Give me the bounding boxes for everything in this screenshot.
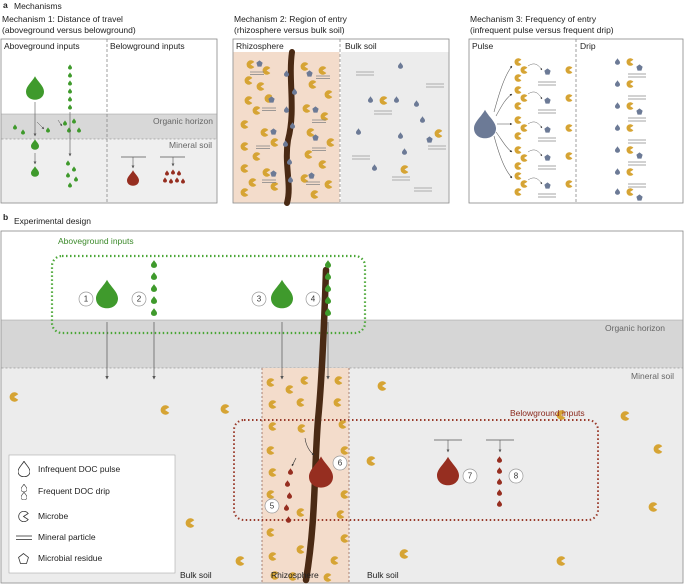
m1-right-label: Belowground inputs <box>110 41 185 51</box>
m1-organic-band <box>1 114 217 139</box>
legend-pulse-label: Infrequent DOC pulse <box>38 464 121 474</box>
panel-b-title: Experimental design <box>14 216 92 226</box>
m2-right-label: Bulk soil <box>345 41 377 51</box>
b-bulk-right-label: Bulk soil <box>367 570 399 580</box>
m1-title: Mechanism 1: Distance of travel <box>2 14 123 24</box>
legend-drip-label: Frequent DOC drip <box>38 486 110 496</box>
m1-subtitle: (aboveground versus belowground) <box>2 25 136 35</box>
treatment-num-7: 7 <box>468 472 473 481</box>
treatment-num-5: 5 <box>270 502 275 511</box>
treatment-circle-4 <box>305 291 321 307</box>
treatment-num-1: 1 <box>84 295 89 304</box>
legend-mineral-label: Mineral particle <box>38 532 96 542</box>
treatment-num-6: 6 <box>338 459 343 468</box>
legend-microbe-label: Microbe <box>38 511 69 521</box>
aboveground-box <box>50 254 367 335</box>
treatment-num-3: 3 <box>257 295 262 304</box>
m2-title: Mechanism 2: Region of entry <box>234 14 347 24</box>
treatment-num-4: 4 <box>311 295 316 304</box>
belowground-box <box>233 419 599 521</box>
treatment-circle-5 <box>264 498 280 514</box>
treatment-circle-1 <box>78 291 94 307</box>
m1-box <box>0 38 218 204</box>
m2-box <box>232 38 450 206</box>
legend-residue-label: Microbial residue <box>38 553 103 563</box>
b-aboveground-label: Aboveground inputs <box>58 236 134 246</box>
m3-left-label: Pulse <box>472 41 494 51</box>
treatment-circle-8 <box>508 468 524 484</box>
m3-box <box>468 38 684 204</box>
treatment-num-8: 8 <box>514 472 519 481</box>
b-rhizosphere-label: Rhizosphere <box>271 570 319 580</box>
panel-a-letter: a <box>3 0 8 10</box>
m3-right-label: Drip <box>580 41 596 51</box>
b-bulk-left-label: Bulk soil <box>180 570 212 580</box>
panel-a-title: Mechanisms <box>14 1 62 11</box>
b-organic-band <box>1 320 683 368</box>
b-belowground-label: Belowground inputs <box>510 408 585 418</box>
treatment-num-2: 2 <box>137 295 142 304</box>
m3-subtitle: (infrequent pulse versus frequent drip) <box>470 25 614 35</box>
panel-b-letter: b <box>3 212 9 222</box>
m2-left-label: Rhizosphere <box>236 41 284 51</box>
treatment-circle-6 <box>332 455 348 471</box>
m2-bulk-bg <box>341 52 449 203</box>
treatment-circle-2 <box>131 291 147 307</box>
treatment-circle-3 <box>251 291 267 307</box>
m1-organic-label: Organic horizon <box>153 116 214 126</box>
m2-root <box>283 49 295 206</box>
m1-left-label: Aboveground inputs <box>4 41 80 51</box>
b-mineral-label: Mineral soil <box>631 371 674 381</box>
m3-title: Mechanism 3: Frequency of entry <box>470 14 597 24</box>
b-root <box>302 266 330 584</box>
panel-b-box: 1 2 3 4 5 6 7 8 <box>0 230 684 584</box>
legend-box <box>8 454 176 574</box>
m2-subtitle: (rhizosphere versus bulk soil) <box>234 25 345 35</box>
m1-mineral-label: Mineral soil <box>169 140 212 150</box>
treatment-circle-7 <box>462 468 478 484</box>
b-organic-label: Organic horizon <box>605 323 666 333</box>
